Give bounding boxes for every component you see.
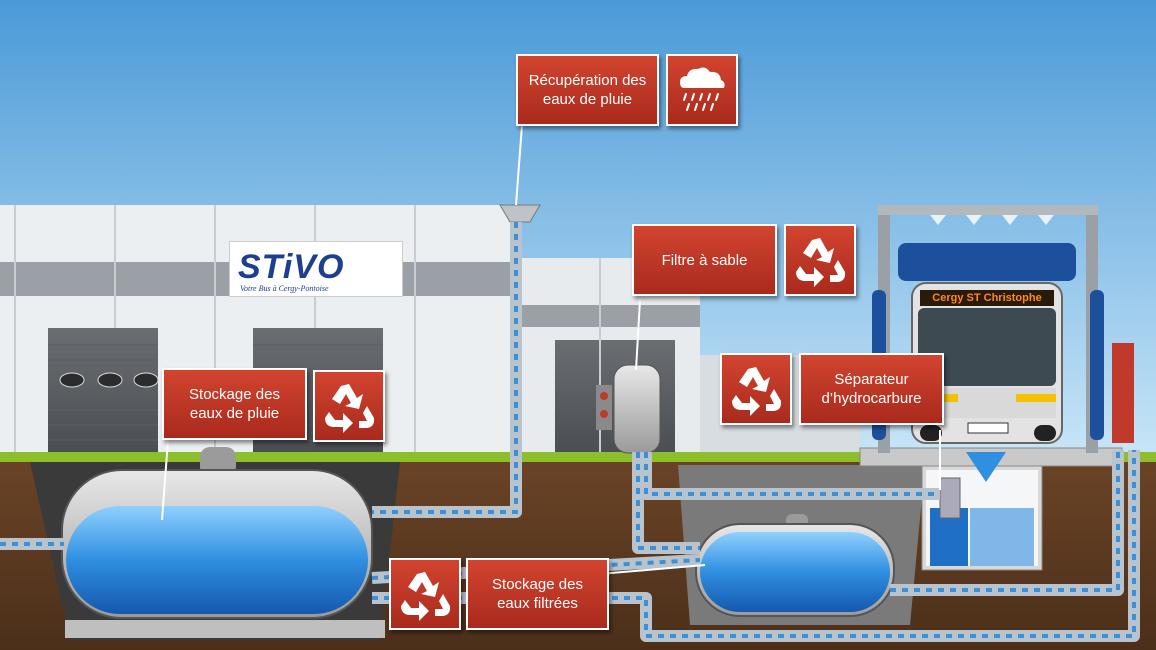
callout-rain-recovery: Récupération des eaux de pluie (516, 54, 659, 126)
callout-rain-recovery-line2: eaux de pluie (542, 91, 633, 108)
callout-filtered-storage: Stockage des eaux filtrées (466, 558, 609, 630)
bus (911, 282, 1063, 444)
bus-destination-sign: Cergy ST Christophe (920, 290, 1054, 306)
recycle-icon (389, 558, 461, 630)
callout-rain-storage-line1: Stockage des (189, 386, 280, 403)
hydrocarbon-separator (859, 447, 1123, 571)
roller-brush-top (898, 243, 1076, 281)
filtered-water-tank (695, 514, 895, 617)
callout-sand-filter-line1: Filtre à sable (661, 251, 748, 269)
callout-separator-line1: Séparateur (834, 371, 909, 388)
stivo-logo: STiVO Votre Bus à Cergy-Pontoise (229, 241, 403, 297)
water-column (1112, 343, 1134, 443)
callout-separator-line2: d’hydrocarbure (821, 390, 922, 407)
callout-separator: Séparateur d’hydrocarbure (799, 353, 944, 425)
callout-filtered-storage-line2: eaux filtrées (497, 595, 578, 612)
roller-brush-right (1090, 290, 1104, 440)
recycle-icon (720, 353, 792, 425)
sand-filter-unit (596, 364, 661, 454)
rain-gutter (499, 204, 541, 223)
callout-rain-recovery-line1: Récupération des (528, 72, 647, 89)
recycle-icon (784, 224, 856, 296)
recycle-icon (313, 370, 385, 442)
callout-sand-filter: Filtre à sable (632, 224, 777, 296)
garage-door-left (48, 328, 158, 453)
logo-name: STiVO (238, 248, 345, 286)
rain-cloud-icon (666, 54, 738, 126)
callout-rain-storage-line2: eaux de pluie (189, 405, 280, 422)
callout-filtered-storage-line1: Stockage des (492, 576, 583, 593)
rain-water-tank (61, 447, 373, 619)
callout-rain-storage: Stockage des eaux de pluie (162, 368, 307, 440)
logo-tagline: Votre Bus à Cergy-Pontoise (240, 284, 329, 293)
